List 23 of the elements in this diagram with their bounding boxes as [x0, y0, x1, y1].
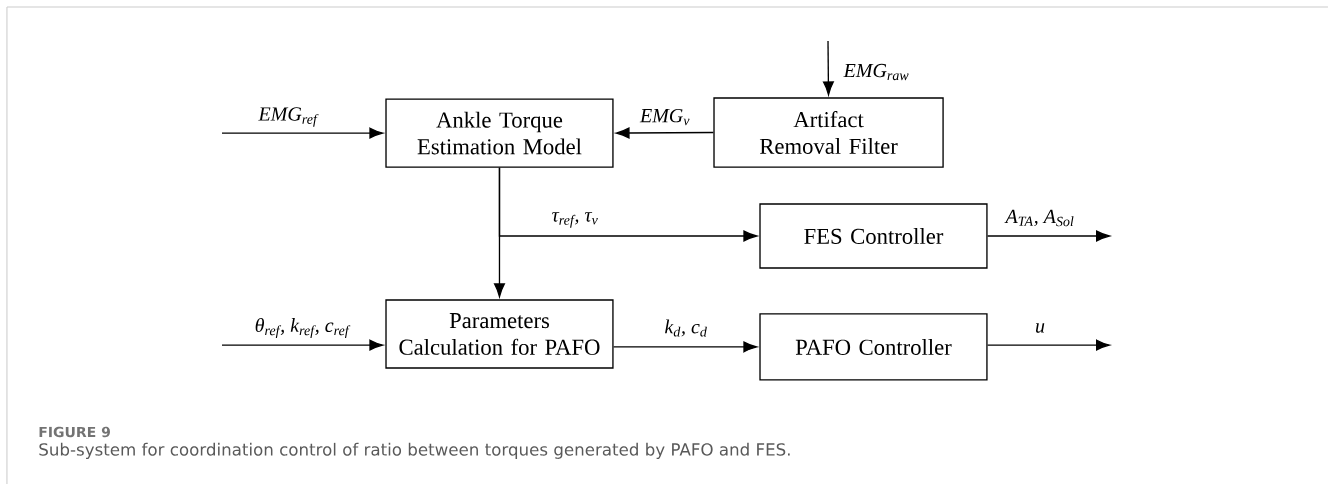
arrow — [221, 127, 384, 139]
edge-label: τ$_{ref}$, τ$_{v}$ — [550, 210, 600, 230]
figure-number: FIGURE 9 — [39, 426, 110, 438]
edge-label: EMG$_{ref}$ — [257, 106, 319, 129]
arrow — [822, 40, 834, 96]
arrow — [612, 341, 758, 353]
process-box: Artifact Removal Filter — [713, 97, 944, 168]
process-box: FES Controller — [759, 203, 988, 269]
edge-label: k$_{d}$, c$_{d}$ — [663, 318, 709, 338]
process-box: Parameters Calculation for PAFO — [385, 299, 614, 369]
arrow — [221, 339, 384, 351]
process-box: Ankle Torque Estimation Model — [385, 98, 614, 168]
edge-label: u — [1033, 321, 1047, 335]
edge-label: θ$_{ref}$, k$_{ref}$, c$_{ref}$ — [253, 316, 351, 340]
caption: Sub-system for coordination control of ratio between torques generated by PAFO and FES. — [39, 442, 790, 459]
arrow — [615, 127, 714, 139]
edge-label: EMG$_{raw}$ — [842, 62, 911, 82]
edge-label: A$_{TA}$, A$_{Sol}$ — [1004, 208, 1076, 228]
arrow — [498, 167, 758, 242]
edge-label: EMG$_{v}$ — [638, 107, 692, 127]
arrow — [986, 339, 1110, 351]
arrow — [986, 230, 1110, 242]
process-box: PAFO Controller — [759, 313, 988, 381]
